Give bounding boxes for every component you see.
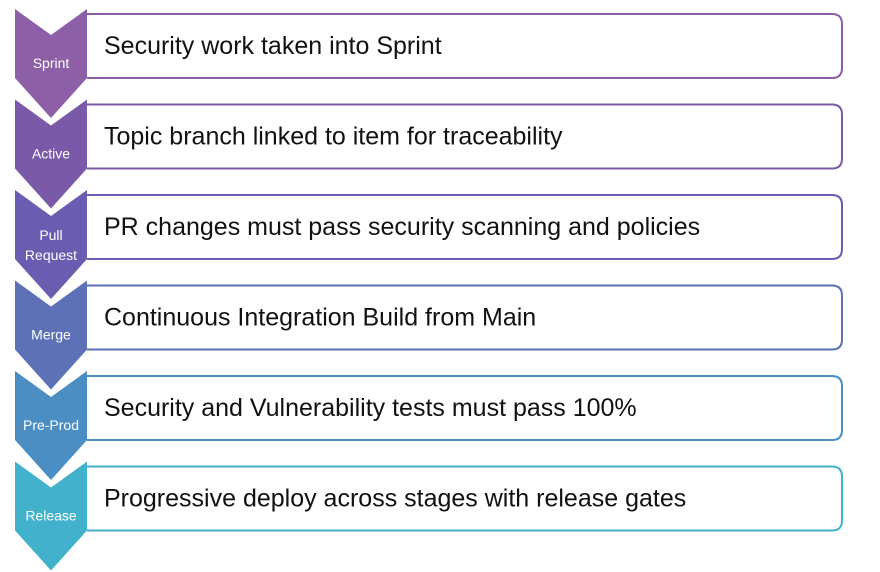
stage-label: Active <box>32 146 70 162</box>
stage-label: Sprint <box>33 55 70 71</box>
description-box <box>87 103 843 170</box>
chevron-shape <box>15 371 87 480</box>
step-description: PR changes must pass security scanning a… <box>104 213 700 241</box>
step-description: Security and Vulnerability tests must pa… <box>104 394 637 422</box>
description-box <box>87 375 843 441</box>
process-step: Merge Continuous Integration Build from M… <box>15 280 843 390</box>
process-step: Active Topic branch linked to item for tr… <box>15 99 843 209</box>
description-box <box>87 284 843 351</box>
step-description: Progressive deploy across stages with re… <box>104 485 686 513</box>
stage-label: Merge <box>31 327 71 343</box>
description-box <box>87 465 843 532</box>
chevron-shape <box>15 190 87 299</box>
process-step: Sprint Security work taken into Sprint <box>15 9 843 118</box>
chevron-shape <box>15 9 87 118</box>
step-description: Security work taken into Sprint <box>104 32 442 60</box>
process-step: Pre-Prod Security and Vulnerability tests… <box>15 371 843 480</box>
step-description: Continuous Integration Build from Main <box>104 304 536 332</box>
step-description: Topic branch linked to item for traceabi… <box>104 123 563 151</box>
process-step: Release Progressive deploy across stages … <box>15 461 843 571</box>
description-box <box>87 194 843 260</box>
stage-label: Release <box>25 508 77 524</box>
chevron-shape <box>15 99 87 209</box>
chevron-shape <box>15 461 87 571</box>
description-box <box>87 13 843 79</box>
stage-label: Pre-Prod <box>23 417 79 433</box>
chevron-shape <box>15 280 87 390</box>
